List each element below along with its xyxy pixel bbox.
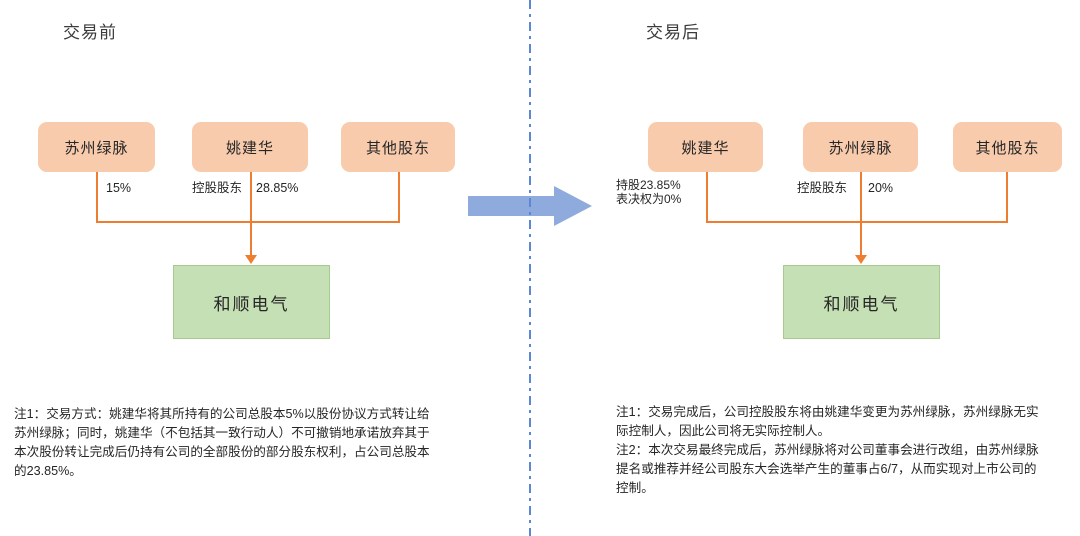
right-shareholder-label-suzhou-lvmai: 苏州绿脉: [828, 139, 893, 157]
right-connector-arrowhead-icon: [855, 255, 867, 264]
left-shareholder-label-other: 其他股东: [365, 139, 430, 157]
right-edge-label-yao-holding-line2: 表决权为0%: [616, 192, 682, 206]
right-connector-other-horizontal: [860, 221, 1008, 223]
left-target-company-label: 和顺电气: [213, 294, 290, 314]
left-connector-arrowhead-icon: [245, 255, 257, 264]
left-edge-label-yao-pct: 28.85%: [256, 181, 299, 195]
left-connector-yao-vertical: [250, 172, 252, 256]
right-shareholder-label-other: 其他股东: [975, 139, 1040, 157]
right-panel-note-1: 注1：交易完成后，公司控股股东将由姚建华变更为苏州绿脉，苏州绿脉无实际控制人，因…: [616, 405, 1039, 438]
left-edge-label-suzhou-pct: 15%: [106, 181, 132, 195]
right-edge-label-suzhou-pct: 20%: [868, 181, 894, 195]
left-shareholder-box-suzhou-lvmai[interactable]: 苏州绿脉: [38, 122, 155, 172]
left-panel-note-1: 注1：交易方式：姚建华将其所持有的公司总股本5%以股份协议方式转让给苏州绿脉；同…: [14, 407, 430, 478]
right-connector-other-vertical: [1006, 172, 1008, 222]
left-shareholder-box-other[interactable]: 其他股东: [341, 122, 455, 172]
left-connector-suzhou-horizontal: [96, 221, 251, 223]
left-shareholder-label-suzhou-lvmai: 苏州绿脉: [64, 139, 129, 157]
right-panel-title: 交易后: [646, 23, 700, 42]
right-connector-yao-vertical: [706, 172, 708, 222]
right-connector-yao-horizontal: [706, 221, 861, 223]
left-target-company-box[interactable]: 和顺电气: [173, 265, 330, 339]
right-edge-label-suzhou-role: 控股股东: [797, 181, 848, 195]
right-target-company-label: 和顺电气: [823, 294, 900, 314]
left-connector-suzhou-vertical: [96, 172, 98, 222]
panel-divider: [529, 0, 531, 536]
right-shareholder-label-yao-jianhua: 姚建华: [681, 139, 730, 157]
right-connector-suzhou-vertical: [860, 172, 862, 256]
left-panel-title: 交易前: [63, 23, 117, 42]
right-shareholder-box-yao-jianhua[interactable]: 姚建华: [648, 122, 763, 172]
right-shareholder-box-other[interactable]: 其他股东: [953, 122, 1062, 172]
left-shareholder-box-yao-jianhua[interactable]: 姚建华: [192, 122, 308, 172]
left-connector-other-vertical: [398, 172, 400, 222]
left-shareholder-label-yao-jianhua: 姚建华: [225, 139, 274, 157]
right-shareholder-box-suzhou-lvmai[interactable]: 苏州绿脉: [803, 122, 918, 172]
right-target-company-box[interactable]: 和顺电气: [783, 265, 940, 339]
right-edge-label-yao-holding: 持股23.85% 表决权为0%: [616, 178, 681, 206]
right-panel-note-2: 注2：本次交易最终完成后，苏州绿脉将对公司董事会进行改组，由苏州绿脉提名或推荐并…: [616, 443, 1039, 495]
right-edge-label-yao-holding-line1: 持股23.85%: [616, 178, 681, 192]
left-edge-label-yao-role: 控股股东: [192, 181, 243, 195]
left-connector-other-horizontal: [250, 221, 400, 223]
